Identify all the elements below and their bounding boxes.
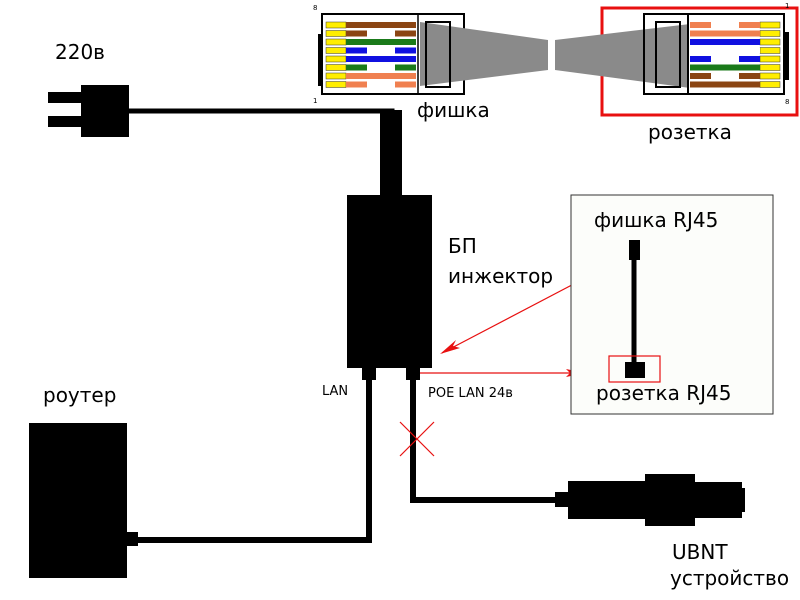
socket-wire [690, 21, 781, 29]
socket-pin-top: 1 [785, 2, 790, 10]
socket-wire [690, 38, 781, 46]
socket-wire [690, 55, 781, 63]
inset-socket-label: розетка RJ45 [596, 381, 732, 405]
socket-wire [690, 81, 781, 88]
plug-wire [325, 64, 416, 71]
poe-label: POE LAN 24в [428, 386, 513, 401]
router-label: роутер [43, 383, 117, 407]
router-body [29, 423, 127, 578]
device-label-line1: UBNT [672, 540, 728, 564]
socket-pin-bottom: 8 [785, 98, 790, 106]
psu-label-line2: инжектор [448, 264, 554, 288]
plug-wire [325, 38, 416, 46]
socket-wire [690, 47, 781, 54]
inset-plug-icon [629, 240, 640, 260]
inset-plug-label: фишка RJ45 [594, 208, 719, 232]
plug-wire [325, 72, 416, 80]
socket-wire [690, 64, 781, 71]
plug-wire [325, 30, 416, 37]
plug-wire [325, 55, 416, 63]
plug-wire [325, 21, 416, 29]
ubnt-device-icon [555, 474, 745, 526]
socket-wire [690, 72, 781, 80]
inset-socket-icon [625, 362, 645, 378]
lan-cable [128, 378, 372, 543]
inset-box [570, 194, 774, 415]
socket-wire [690, 30, 781, 37]
arrow-to-inset [420, 369, 585, 377]
device-label-line2: устройство [670, 566, 790, 590]
lan-port [362, 366, 376, 380]
rj45-socket-connector [555, 6, 799, 117]
cross-mark-icon [399, 421, 435, 457]
poe-port [406, 366, 420, 380]
psu-label-line1: БП [448, 234, 477, 258]
psu-injector-body [347, 195, 432, 368]
plug-label: фишка [417, 98, 490, 122]
psu-cable-boot [380, 110, 402, 198]
plug-pin-top: 8 [313, 4, 318, 12]
plug-wire [325, 47, 416, 54]
lan-label: LAN [322, 384, 349, 399]
plug-wire [325, 81, 416, 88]
power-cable [128, 108, 395, 198]
socket-label: розетка [648, 120, 732, 144]
poe-cable [410, 378, 560, 503]
power-plug-icon [48, 85, 129, 137]
power-label: 220в [55, 40, 105, 64]
plug-pin-bottom: 1 [313, 97, 318, 105]
inset-socket-highlight [608, 355, 661, 383]
router-port [124, 532, 138, 546]
rj45-plug-connector [318, 13, 548, 95]
